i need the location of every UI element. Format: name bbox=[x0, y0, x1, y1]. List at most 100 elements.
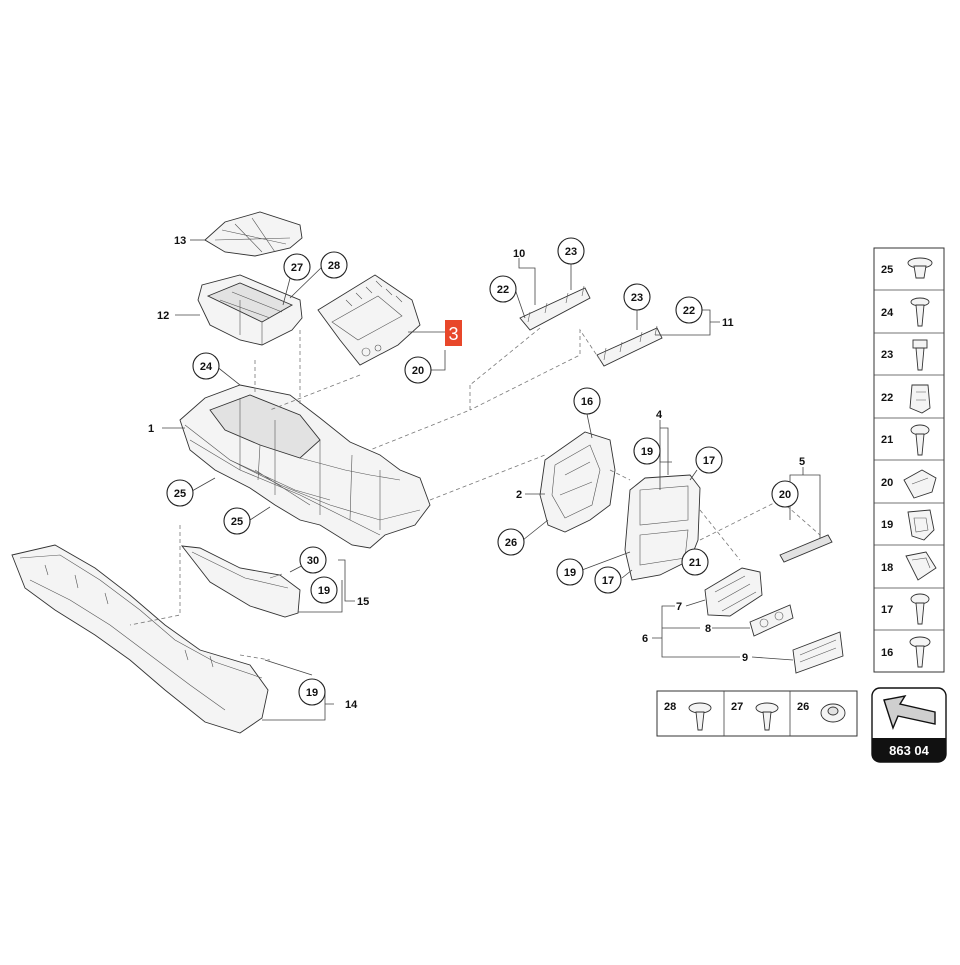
leader-lines bbox=[162, 239, 821, 721]
svg-text:26: 26 bbox=[505, 537, 517, 549]
part-14-side-trim bbox=[11, 544, 269, 734]
svg-text:24: 24 bbox=[881, 307, 894, 319]
callout-26: 26 bbox=[497, 528, 525, 556]
svg-text:19: 19 bbox=[641, 446, 653, 458]
callout-27: 27 bbox=[283, 253, 311, 281]
page-code: 863 04 bbox=[889, 743, 930, 758]
svg-text:20: 20 bbox=[779, 489, 791, 501]
svg-text:24: 24 bbox=[200, 361, 213, 373]
legend-item-26: 26 bbox=[797, 701, 846, 723]
svg-text:25: 25 bbox=[881, 264, 893, 276]
callout-22b: 22 bbox=[675, 296, 703, 324]
callout-22a: 22 bbox=[489, 275, 517, 303]
svg-text:18: 18 bbox=[881, 562, 893, 574]
svg-text:17: 17 bbox=[881, 604, 893, 616]
part-1-console-body bbox=[179, 384, 431, 549]
part-2-frame bbox=[539, 431, 616, 533]
svg-text:25: 25 bbox=[174, 488, 186, 500]
callout-25a: 25 bbox=[166, 479, 194, 507]
callout-16: 16 bbox=[573, 387, 601, 415]
svg-text:28: 28 bbox=[664, 701, 676, 713]
part-8-switch-panel bbox=[749, 604, 794, 637]
label-13: 13 bbox=[174, 235, 186, 247]
callout-17b: 17 bbox=[594, 566, 622, 594]
highlight-label: 3 bbox=[448, 324, 458, 344]
label-5: 5 bbox=[799, 456, 805, 468]
svg-text:22: 22 bbox=[497, 284, 509, 296]
fastener-legend-horizontal: 28 27 26 bbox=[656, 690, 858, 737]
callout-21: 21 bbox=[681, 548, 709, 576]
callout-28: 28 bbox=[320, 251, 348, 279]
legend-item-21: 21 bbox=[881, 424, 930, 456]
label-6: 6 bbox=[642, 633, 648, 645]
callout-20a: 20 bbox=[404, 356, 432, 384]
svg-text:23: 23 bbox=[565, 246, 577, 258]
label-8: 8 bbox=[705, 623, 711, 635]
legend-item-20: 20 bbox=[881, 469, 937, 499]
svg-text:23: 23 bbox=[881, 349, 893, 361]
page-code-box: 863 04 bbox=[871, 687, 947, 763]
svg-text:17: 17 bbox=[602, 575, 614, 587]
part-3-trim-bezel bbox=[317, 274, 421, 366]
legend-item-27: 27 bbox=[731, 701, 779, 731]
svg-text:22: 22 bbox=[683, 305, 695, 317]
callout-20b: 20 bbox=[771, 480, 799, 508]
label-2: 2 bbox=[516, 489, 522, 501]
svg-text:16: 16 bbox=[881, 647, 893, 659]
part-13-lid-panel bbox=[204, 211, 303, 257]
legend-item-23: 23 bbox=[881, 339, 928, 371]
label-9: 9 bbox=[742, 652, 748, 664]
callout-19b: 19 bbox=[298, 678, 326, 706]
part-9-tray bbox=[792, 631, 844, 674]
svg-text:19: 19 bbox=[881, 519, 893, 531]
callout-19a: 19 bbox=[310, 576, 338, 604]
svg-text:27: 27 bbox=[291, 262, 303, 274]
part-15-lower-trim bbox=[180, 545, 301, 618]
legend-item-24: 24 bbox=[881, 297, 930, 327]
svg-text:19: 19 bbox=[564, 567, 576, 579]
svg-text:16: 16 bbox=[581, 396, 593, 408]
legend-item-18: 18 bbox=[881, 551, 937, 581]
fastener-legend-vertical: 25 24 23 22 21 20 19 18 bbox=[873, 247, 945, 673]
svg-text:20: 20 bbox=[412, 365, 424, 377]
arrow-icon bbox=[883, 695, 936, 731]
svg-text:20: 20 bbox=[881, 477, 893, 489]
legend-item-22: 22 bbox=[881, 384, 931, 414]
legend-item-17: 17 bbox=[881, 593, 930, 625]
svg-text:17: 17 bbox=[703, 455, 715, 467]
legend-item-25: 25 bbox=[881, 257, 933, 279]
circled-callouts: 27 28 24 20 25 25 30 19 19 23 22 23 22 1… bbox=[166, 237, 799, 706]
callout-24: 24 bbox=[192, 352, 220, 380]
svg-text:26: 26 bbox=[797, 701, 809, 713]
legend-item-16: 16 bbox=[881, 636, 931, 668]
label-11: 11 bbox=[722, 317, 734, 329]
label-7: 7 bbox=[676, 601, 682, 613]
part-5-trim-strip bbox=[779, 534, 833, 563]
svg-text:28: 28 bbox=[328, 260, 340, 272]
svg-text:19: 19 bbox=[306, 687, 318, 699]
label-12: 12 bbox=[157, 310, 169, 322]
svg-text:21: 21 bbox=[689, 557, 701, 569]
part-12-storage-tray bbox=[197, 274, 303, 346]
callout-19c: 19 bbox=[633, 437, 661, 465]
label-15: 15 bbox=[357, 596, 369, 608]
legend-item-28: 28 bbox=[664, 701, 712, 731]
label-14: 14 bbox=[345, 699, 358, 711]
highlight-marker-3[interactable]: 3 bbox=[445, 320, 462, 346]
svg-text:27: 27 bbox=[731, 701, 743, 713]
part-11-bracket bbox=[596, 325, 663, 367]
label-4: 4 bbox=[656, 409, 663, 421]
callout-19d: 19 bbox=[556, 558, 584, 586]
callout-23b: 23 bbox=[623, 283, 651, 311]
label-10: 10 bbox=[513, 248, 525, 260]
callout-25b: 25 bbox=[223, 507, 251, 535]
svg-text:23: 23 bbox=[631, 292, 643, 304]
part-10-bracket bbox=[519, 285, 591, 331]
callout-17a: 17 bbox=[695, 446, 723, 474]
callout-30: 30 bbox=[299, 546, 327, 574]
svg-text:21: 21 bbox=[881, 434, 893, 446]
part-labels: 13 12 1 10 11 2 4 5 6 7 8 9 15 14 bbox=[148, 235, 805, 711]
part-7-module bbox=[704, 567, 763, 617]
alignment-lines bbox=[129, 327, 821, 661]
